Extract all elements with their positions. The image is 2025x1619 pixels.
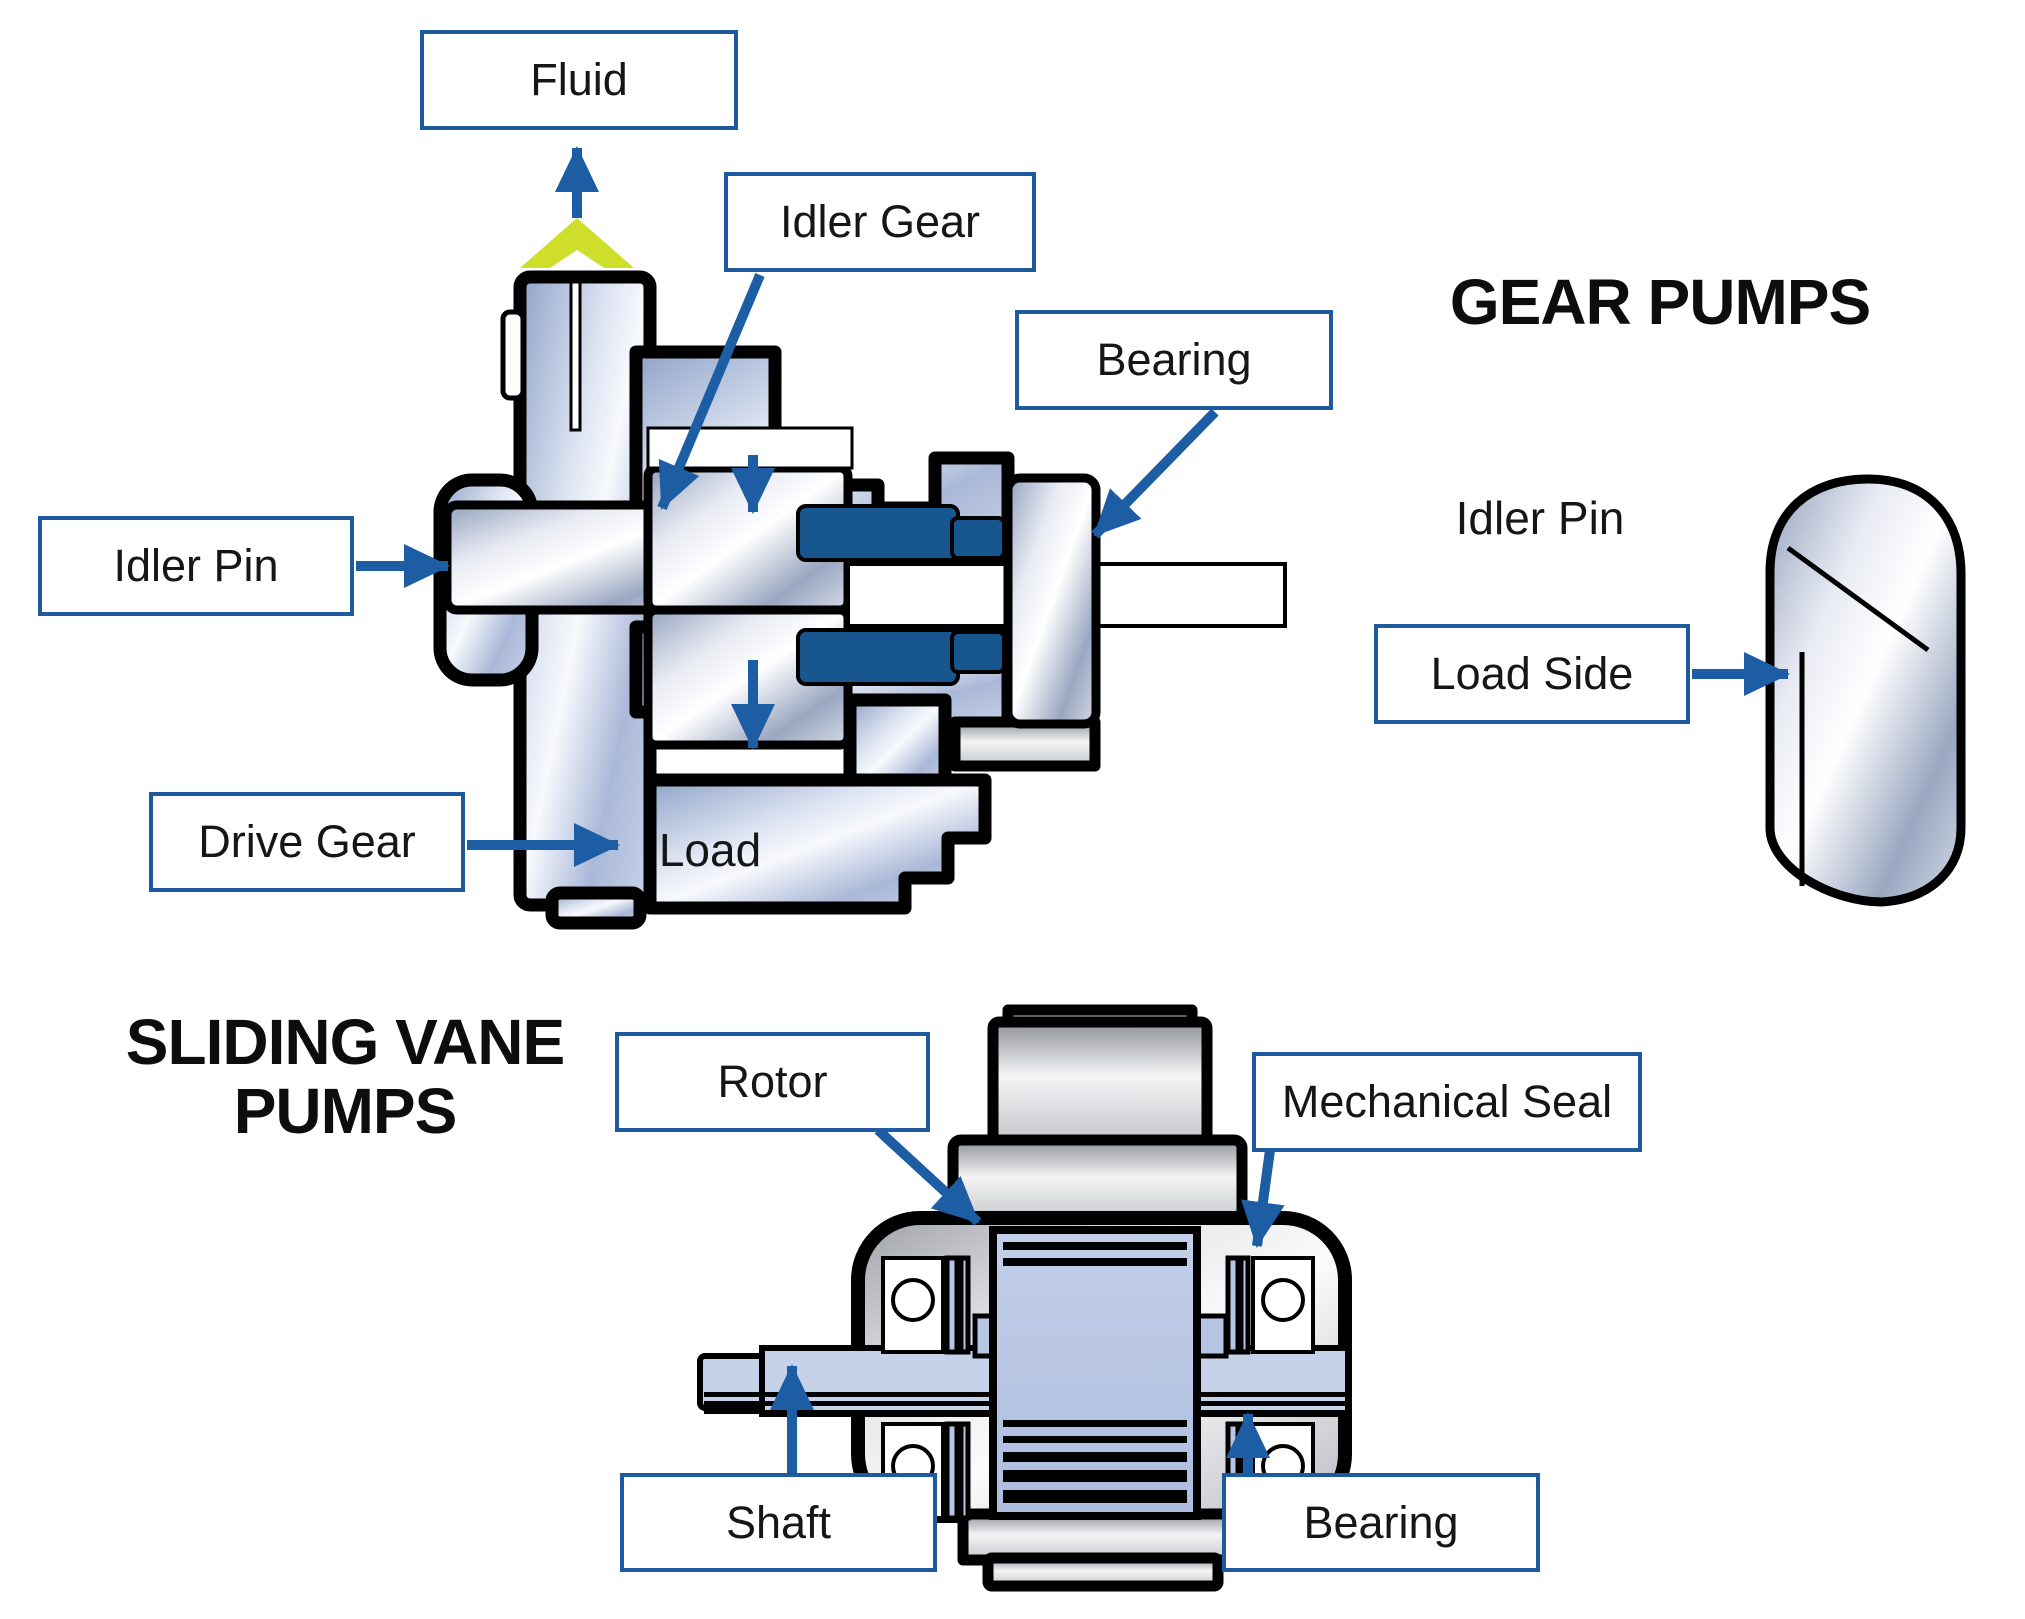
label-fluid-text: Fluid [530, 54, 628, 105]
sliding-vane-title-line1: SLIDING VANE [125, 1006, 565, 1078]
rotor-part [989, 1226, 1201, 1520]
bearing-part [1003, 473, 1101, 729]
label-rotor-text: Rotor [717, 1056, 828, 1107]
idler-pin-cylinder [1765, 474, 1966, 907]
vane-pump-cap-tier2 [947, 1134, 1248, 1228]
label-shaft: Shaft [620, 1473, 937, 1572]
label-bearing-top-text: Bearing [1096, 334, 1252, 385]
idler-pin-detail [1765, 474, 1966, 907]
label-load-side: Load Side [1374, 624, 1690, 724]
flange-tab [500, 309, 526, 401]
label-idler-gear: Idler Gear [724, 172, 1036, 272]
rotor-stripes [1003, 1242, 1187, 1503]
shaft-tip [697, 1353, 769, 1411]
idler-pin-cut-line [1786, 545, 1930, 653]
sliding-vane-title-line2: PUMPS [233, 1075, 458, 1148]
bearing-cap-bottom [949, 716, 1101, 772]
bearing-top-arrow-icon [1091, 408, 1219, 539]
idler-gear-arrow-icon [657, 273, 765, 510]
vane-pump-bottom-cap2 [982, 1552, 1224, 1592]
label-mechanical-seal: Mechanical Seal [1252, 1052, 1642, 1152]
label-idler-pin: Idler Pin [38, 516, 354, 616]
label-load-side-text: Load Side [1430, 648, 1634, 699]
mechanical-seal-arrow-icon [1241, 1149, 1285, 1248]
gear-tooth-lower [796, 628, 960, 686]
label-drive-gear: Drive Gear [149, 792, 465, 892]
gear-pump-bottom-tab [545, 886, 647, 930]
label-shaft-text: Shaft [725, 1496, 832, 1548]
sliding-vane-pumps-title: SLIDING VANE PUMPS [105, 1006, 585, 1148]
gear-tooth-upper-step [950, 516, 1006, 560]
label-bearing-bottom: Bearing [1222, 1473, 1540, 1572]
vane-pump-cap-tier1 [987, 1016, 1213, 1148]
gear-pump-load-slab [643, 773, 992, 915]
label-bearing-bottom-text: Bearing [1303, 1496, 1459, 1548]
gear-pumps-title: GEAR PUMPS [1449, 266, 1871, 338]
label-fluid: Fluid [420, 30, 738, 130]
label-idler-gear-text: Idler Gear [779, 196, 981, 247]
load-label: Load [658, 824, 762, 876]
gear-pump-cross-section [433, 270, 1287, 930]
idler-pin-right-label: Idler Pin [1455, 492, 1625, 544]
label-bearing-top: Bearing [1015, 310, 1333, 410]
outlet-channel [569, 280, 582, 432]
rotor-arrow-icon [874, 1126, 982, 1226]
label-rotor: Rotor [615, 1032, 930, 1132]
gear-tooth-upper [796, 504, 960, 562]
fluid-outlet-icon [520, 218, 634, 268]
shaft-stripes [704, 1392, 1346, 1414]
gear-tooth-lower-step [950, 630, 1006, 674]
label-mechanical-seal-text: Mechanical Seal [1281, 1076, 1613, 1127]
label-drive-gear-text: Drive Gear [198, 816, 416, 867]
label-idler-pin-text: Idler Pin [113, 540, 279, 591]
